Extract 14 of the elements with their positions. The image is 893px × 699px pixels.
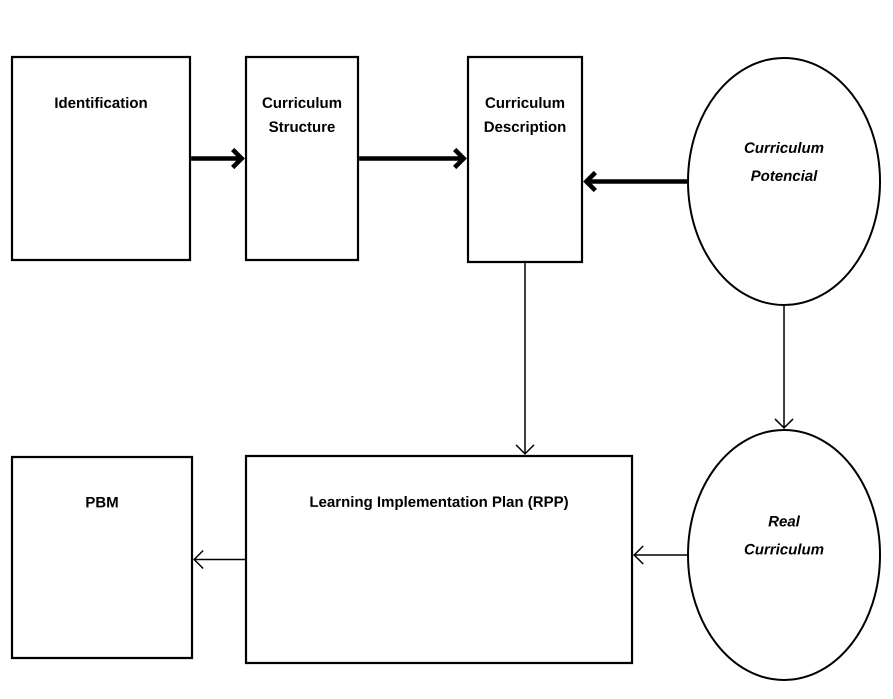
ellipse-node: Curriculum Potencial (687, 57, 881, 306)
process-box: Learning Implementation Plan (RPP) (244, 454, 634, 664)
arrow (515, 263, 535, 455)
arrow (633, 545, 687, 565)
process-box: PBM (10, 456, 194, 660)
arrow (359, 148, 467, 170)
process-box: Identification (10, 56, 192, 262)
ellipse-node: Real Curriculum (687, 429, 881, 681)
arrow (191, 148, 245, 170)
arrow (193, 550, 245, 570)
process-box: Curriculum Structure (244, 56, 360, 262)
process-box: Curriculum Description (466, 56, 584, 264)
arrow (774, 306, 794, 429)
arrow (583, 170, 687, 192)
